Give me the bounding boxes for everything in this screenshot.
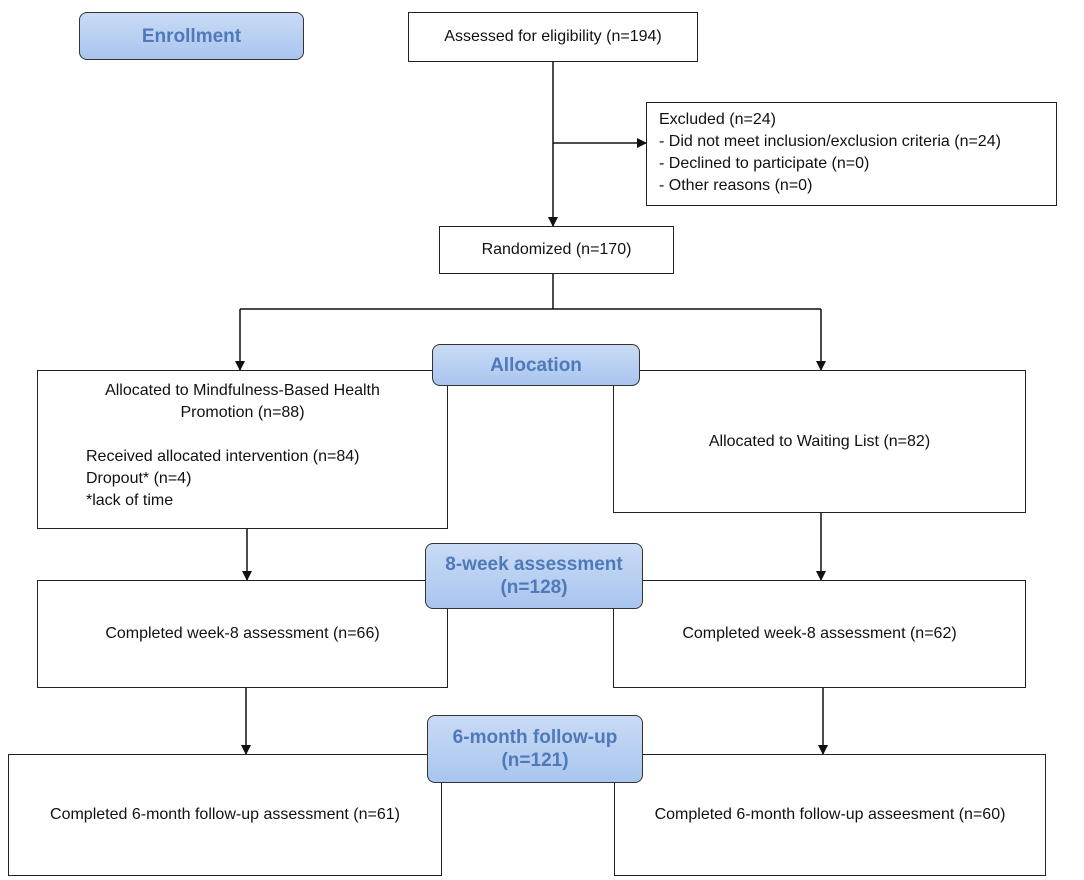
assessed-box: Assessed for eligibility (n=194) (408, 12, 698, 62)
received-intervention-label: Received allocated intervention (n=84) (86, 448, 360, 465)
dropout-label: Dropout* (n=4) (86, 470, 192, 487)
stage-enrollment: Enrollment (79, 12, 304, 60)
stage-enrollment-label: Enrollment (141, 25, 242, 47)
stage-followup-count: (n=121) (501, 750, 569, 771)
allocated-mbhp-box: Allocated to Mindfulness-Based Health Pr… (37, 370, 448, 529)
allocated-waiting-box: Allocated to Waiting List (n=82) (613, 370, 1026, 513)
randomized-label: Randomized (n=170) (481, 241, 632, 258)
stage-followup-label: 6-month follow-up (452, 727, 618, 748)
allocated-mbhp-line: Promotion (n=88) (180, 404, 305, 421)
stage-week8-count: (n=128) (500, 577, 568, 598)
week8-waiting-box: Completed week-8 assessment (n=62) (613, 580, 1026, 688)
dropout-note: *lack of time (86, 492, 174, 509)
excluded-box: Excluded (n=24) - Did not meet inclusion… (646, 102, 1057, 206)
excluded-reason: - Other reasons (n=0) (659, 177, 813, 194)
followup-waiting-label: Completed 6-month follow-up asseesment (… (654, 806, 1006, 823)
allocated-mbhp-line: Allocated to Mindfulness-Based Health (105, 382, 380, 399)
excluded-reason: - Declined to participate (n=0) (659, 155, 870, 172)
stage-week8-label: 8-week assessment (445, 554, 623, 575)
followup-waiting-box: Completed 6-month follow-up asseesment (… (614, 754, 1046, 876)
stage-allocation-label: Allocation (490, 354, 582, 376)
excluded-title: Excluded (n=24) (659, 111, 776, 128)
week8-mbhp-box: Completed week-8 assessment (n=66) (37, 580, 448, 688)
assessed-label: Assessed for eligibility (n=194) (444, 28, 662, 45)
allocated-waiting-label: Allocated to Waiting List (n=82) (708, 432, 931, 450)
followup-mbhp-label: Completed 6-month follow-up assessment (… (50, 806, 400, 823)
stage-allocation: Allocation (432, 344, 640, 386)
stage-week8: 8-week assessment (n=128) (425, 543, 643, 609)
week8-mbhp-label: Completed week-8 assessment (n=66) (105, 625, 380, 642)
week8-waiting-label: Completed week-8 assessment (n=62) (682, 625, 957, 642)
excluded-reason: - Did not meet inclusion/exclusion crite… (659, 133, 1001, 150)
stage-followup: 6-month follow-up (n=121) (427, 715, 643, 783)
randomized-box: Randomized (n=170) (439, 226, 674, 274)
followup-mbhp-box: Completed 6-month follow-up assessment (… (8, 754, 442, 876)
